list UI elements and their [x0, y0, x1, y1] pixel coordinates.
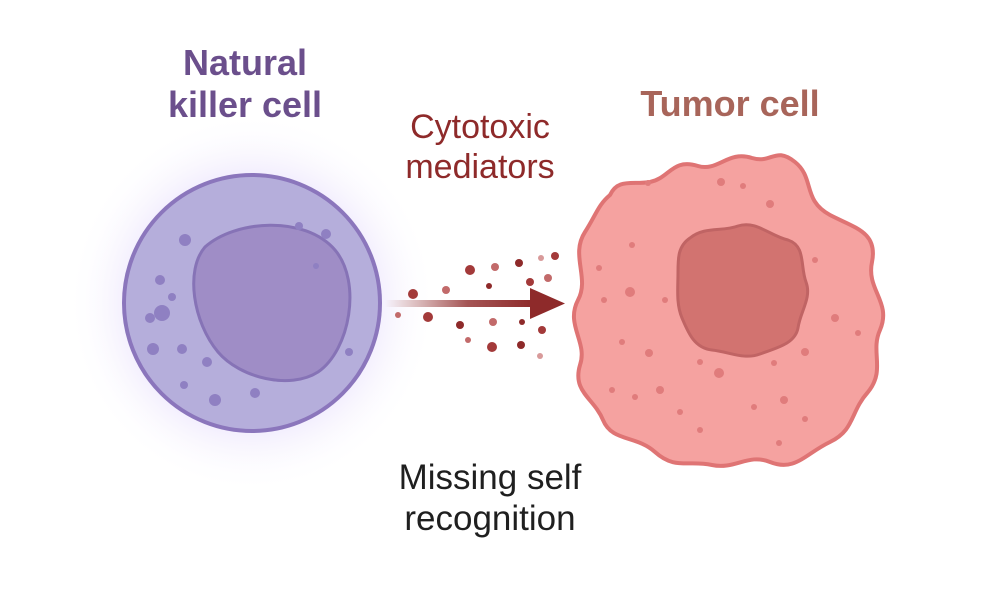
tumor-cell-granules	[596, 178, 861, 446]
mediators-label-line2: mediators	[405, 148, 555, 187]
nk-cell-label: Natural killer cell	[120, 42, 370, 127]
cytotoxic-arrow	[385, 288, 565, 319]
nk-cell-granules	[145, 222, 353, 406]
arrow-head	[530, 288, 565, 319]
missing-label-line2: recognition	[404, 499, 576, 539]
missing-self-label: Missing self recognition	[345, 457, 635, 540]
mediators-label-line1: Cytotoxic	[410, 108, 550, 146]
nk-label-line2: killer cell	[167, 84, 323, 126]
nk-label-line1: Natural	[182, 42, 308, 83]
tumor-cell-nucleus	[676, 223, 810, 358]
natural-killer-cell	[122, 173, 382, 433]
mediator-particles	[395, 252, 559, 359]
tumor-cell	[571, 153, 886, 468]
missing-label-line1: Missing self	[398, 458, 582, 497]
cytotoxic-mediators-label: Cytotoxic mediators	[360, 107, 600, 187]
nk-cell-nucleus	[192, 223, 352, 383]
tumor-cell-label: Tumor cell	[640, 83, 820, 124]
